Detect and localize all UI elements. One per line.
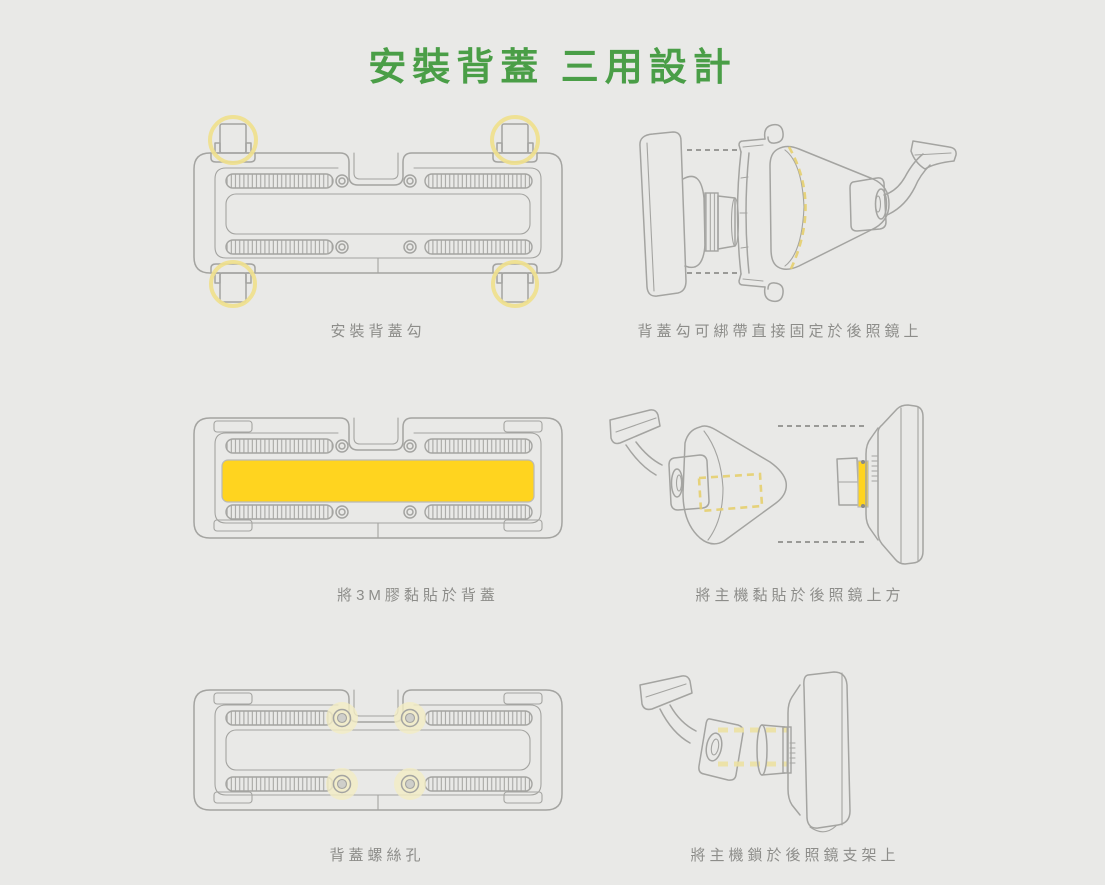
dashcam-body-side <box>865 404 924 565</box>
screw-holes <box>335 439 417 519</box>
rearview-mirror <box>769 145 890 270</box>
screw-holes <box>335 174 417 254</box>
caption-stick-above-mirror: 將主機黏貼於後照鏡上方 <box>695 587 905 604</box>
back-cover-outline <box>193 152 563 274</box>
mirror-arm <box>609 409 710 511</box>
center-recess <box>225 193 531 235</box>
caption-apply-3m: 將3M膠黏貼於背蓋 <box>337 587 499 604</box>
ribbed-grips <box>225 710 533 792</box>
back-cover-adhesive-diagram <box>193 417 563 539</box>
dashcam-body-side <box>639 131 740 297</box>
mirror-adhesive-mount-diagram <box>609 404 924 565</box>
caption-screw-holes: 背蓋螺絲孔 <box>329 847 425 864</box>
ribbed-grips <box>225 173 533 255</box>
dashcam-body-side <box>787 671 851 833</box>
ribbed-grips <box>225 438 533 520</box>
adhesive-strip <box>221 459 535 503</box>
mirror-strap-mount-diagram <box>639 123 957 303</box>
corner-hooks <box>210 123 538 303</box>
back-cover-screws-diagram <box>193 689 563 811</box>
caption-install-hooks: 安裝背蓋勾 <box>330 323 426 340</box>
back-cover-edge-with-hooks <box>736 123 784 303</box>
center-recess <box>225 729 531 771</box>
back-cover-outline <box>193 689 563 811</box>
caption-strap-to-mirror: 背蓋勾可綁帶直接固定於後照鏡上 <box>637 323 923 340</box>
mount-block <box>836 457 860 506</box>
screw-holes <box>332 708 420 794</box>
hook-highlight-circles <box>208 115 540 308</box>
adhesive-area-dashed <box>697 472 764 513</box>
rearview-mirror <box>682 425 788 545</box>
mirror-arm <box>849 140 957 232</box>
caption-lock-to-bracket: 將主機鎖於後照鏡支架上 <box>690 847 900 864</box>
mirror-bracket-mount-diagram <box>639 671 851 833</box>
strap-path-highlight <box>787 146 807 274</box>
back-cover-outline <box>193 417 563 539</box>
adhesive-pad <box>857 460 869 508</box>
mount-cylinder <box>756 724 792 776</box>
page-title: 安裝背蓋 三用設計 <box>368 47 737 89</box>
camera-lens-dome <box>682 175 706 269</box>
back-cover-hooks-diagram <box>193 115 563 308</box>
camera-lens-ring <box>704 192 719 252</box>
